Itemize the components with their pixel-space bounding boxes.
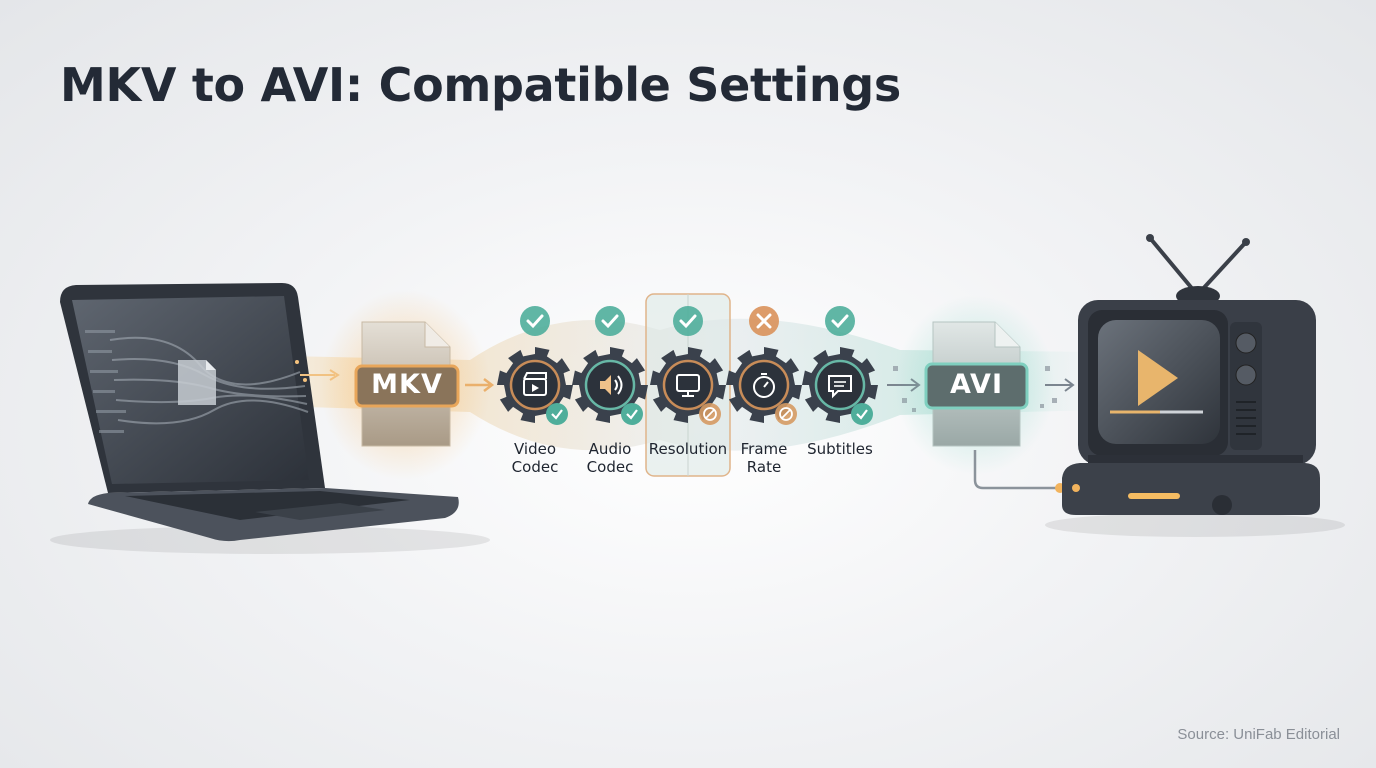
- speech-bubble-icon: [828, 375, 852, 399]
- setting-3: [726, 306, 802, 425]
- settings-gears: [497, 306, 878, 425]
- setting-label-line1: Video: [513, 440, 557, 458]
- clapperboard-icon: [523, 372, 547, 396]
- avi-label: AVI: [949, 369, 1003, 400]
- small-check-badge-icon: [851, 403, 873, 425]
- mkv-label: MKV: [371, 369, 443, 400]
- laptop-icon: [50, 283, 490, 554]
- page-title: MKV to AVI: Compatible Settings: [60, 58, 902, 112]
- setting-label-line2: Rate: [746, 458, 782, 476]
- setting-0: [497, 306, 573, 425]
- setting-label-line1: Resolution: [648, 440, 728, 458]
- small-check-badge-icon: [621, 403, 643, 425]
- avi-file-icon: [895, 295, 1065, 493]
- check-badge-icon: [520, 306, 550, 336]
- setting-label: Resolution: [643, 440, 733, 458]
- blocked-badge-icon: [775, 403, 797, 425]
- small-check-badge-icon: [546, 403, 568, 425]
- setting-label: Subtitles: [795, 440, 885, 458]
- setting-label-line2: Codec: [511, 458, 559, 476]
- setting-label-line1: Frame: [740, 440, 788, 458]
- setting-4: [802, 306, 878, 425]
- check-badge-icon: [595, 306, 625, 336]
- setting-label-line1: Subtitles: [807, 440, 873, 458]
- setting-label-line1: Audio: [588, 440, 632, 458]
- arrow-to-tv-icon: [1045, 378, 1075, 392]
- television-icon: [1045, 234, 1345, 537]
- monitor-icon: [676, 374, 700, 397]
- stopwatch-icon: [753, 373, 775, 398]
- mkv-file-icon: [320, 290, 490, 480]
- setting-1: [572, 306, 648, 425]
- setting-2: [650, 306, 726, 425]
- source-credit: Source: UniFab Editorial: [1177, 726, 1340, 743]
- speaker-icon: [600, 375, 623, 395]
- cross-badge-icon: [749, 306, 779, 336]
- setting-label-line2: Codec: [586, 458, 634, 476]
- check-badge-icon: [673, 306, 703, 336]
- check-badge-icon: [825, 306, 855, 336]
- blocked-badge-icon: [699, 403, 721, 425]
